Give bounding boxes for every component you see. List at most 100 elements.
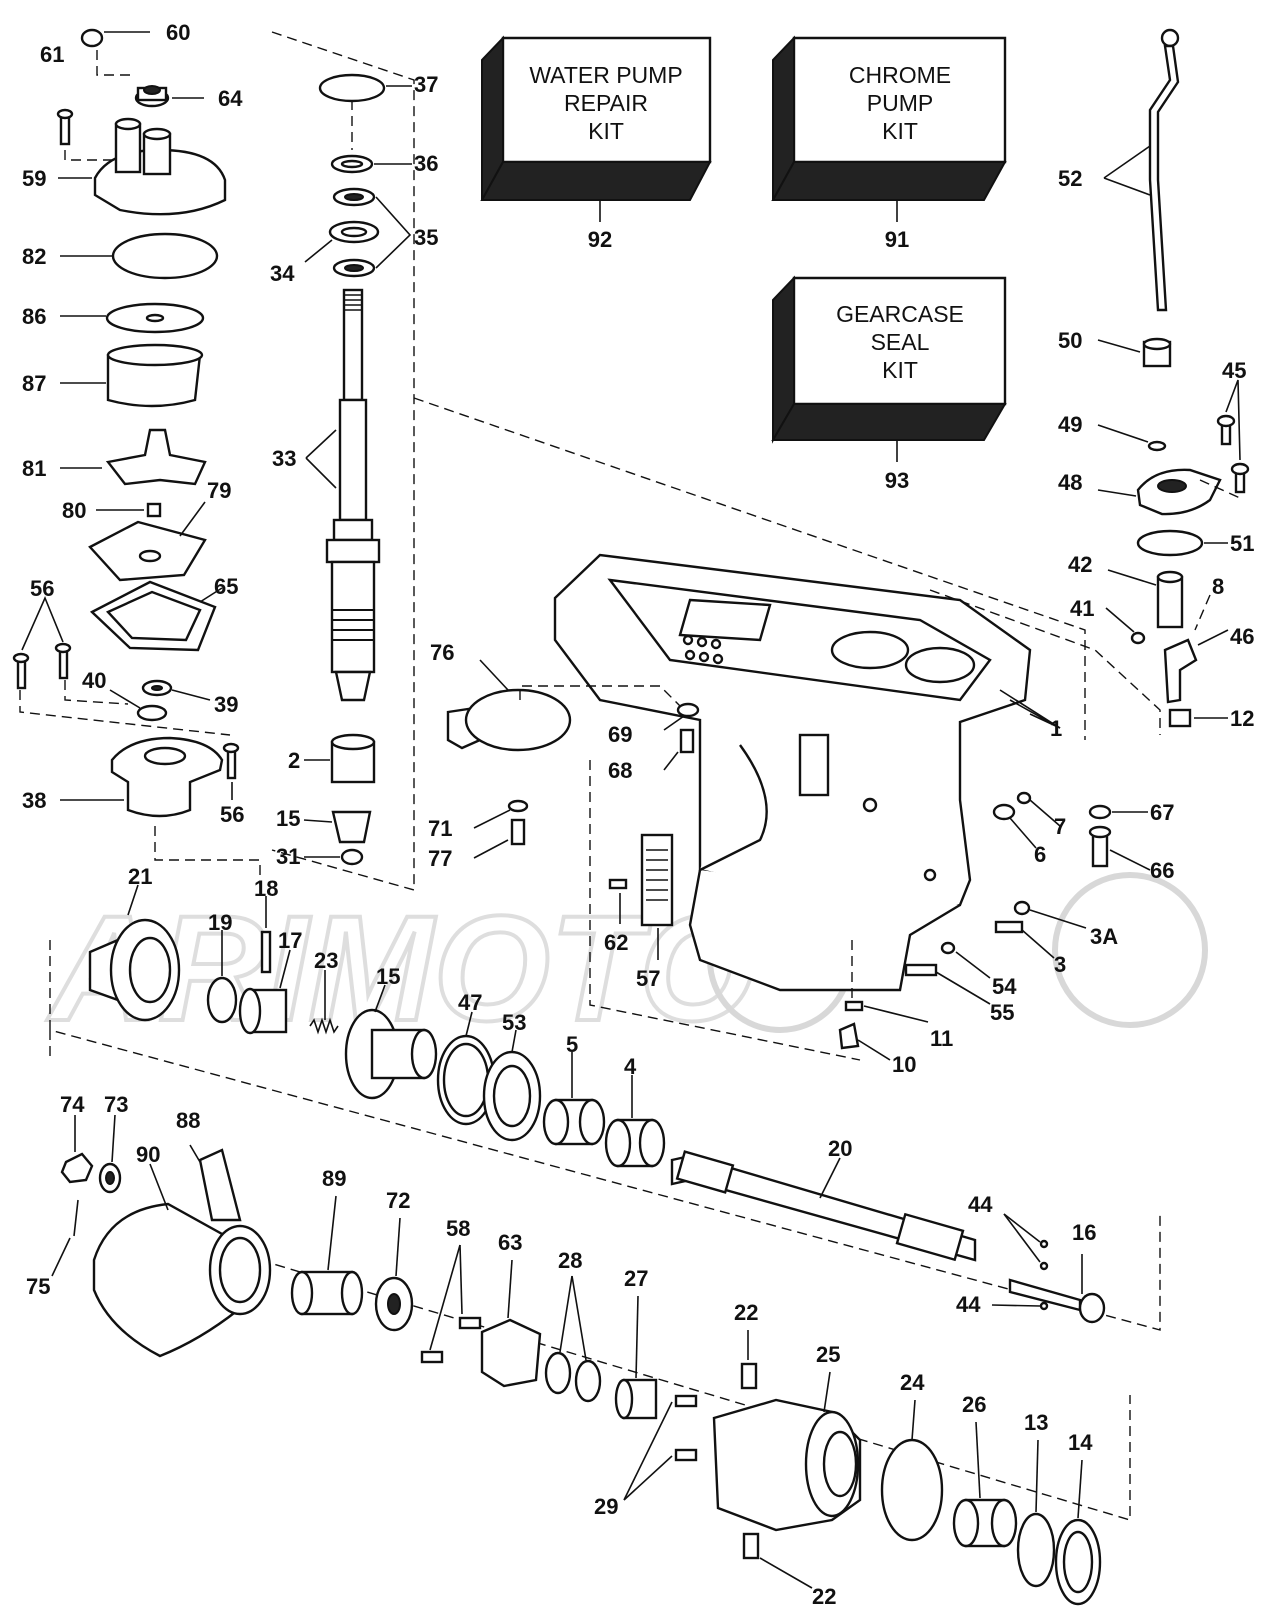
- callout-59: 59: [22, 166, 46, 191]
- callout-68: 68: [608, 758, 632, 783]
- callout-7: 7: [1054, 814, 1066, 839]
- callout-79: 79: [207, 478, 231, 503]
- callout-36: 36: [414, 151, 438, 176]
- callout-4: 4: [624, 1054, 637, 1079]
- kit-label-line: CHROME: [849, 62, 951, 88]
- callout-44-upper: 44: [968, 1192, 993, 1217]
- callout-21: 21: [128, 864, 152, 889]
- callout-18: 18: [254, 876, 278, 901]
- callout-26: 26: [962, 1392, 986, 1417]
- callout-22-lower: 22: [812, 1584, 836, 1609]
- callout-63: 63: [498, 1230, 522, 1255]
- callout-72: 72: [386, 1188, 410, 1213]
- watermark: ARIMOTO: [44, 872, 1208, 1054]
- callout-19: 19: [208, 910, 232, 935]
- callout-2: 2: [288, 748, 300, 773]
- callout-38: 38: [22, 788, 46, 813]
- kit-label-line: PUMP: [867, 90, 933, 116]
- callout-92: 92: [588, 227, 612, 252]
- callout-51: 51: [1230, 531, 1254, 556]
- callout-24: 24: [900, 1370, 925, 1395]
- callout-15-lower: 15: [376, 964, 400, 989]
- callout-90: 90: [136, 1142, 160, 1167]
- callout-58: 58: [446, 1216, 470, 1241]
- callout-15-upper: 15: [276, 806, 300, 831]
- callout-17: 17: [278, 928, 302, 953]
- callout-91: 91: [885, 227, 909, 252]
- callout-35: 35: [414, 225, 438, 250]
- callout-77: 77: [428, 846, 452, 871]
- callout-87: 87: [22, 371, 46, 396]
- callout-73: 73: [104, 1092, 128, 1117]
- callout-52: 52: [1058, 166, 1082, 191]
- callout-12: 12: [1230, 706, 1254, 731]
- callout-8: 8: [1212, 574, 1224, 599]
- driveshaft-assembly: [303, 73, 412, 866]
- callout-67: 67: [1150, 800, 1174, 825]
- kit-box-water-pump-repair: WATER PUMP REPAIR KIT 92: [480, 35, 712, 252]
- kit-label-line: KIT: [882, 118, 918, 144]
- kit-label-line: KIT: [882, 357, 918, 383]
- shift-rod-assembly: [1097, 28, 1250, 728]
- callout-22-upper: 22: [734, 1300, 758, 1325]
- callout-23: 23: [314, 948, 338, 973]
- callout-3: 3: [1054, 952, 1066, 977]
- callout-61: 61: [40, 42, 64, 67]
- callout-16: 16: [1072, 1220, 1096, 1245]
- callout-88: 88: [176, 1108, 200, 1133]
- callout-5: 5: [566, 1032, 578, 1057]
- callout-44-lower: 44: [956, 1292, 981, 1317]
- callout-31: 31: [276, 844, 300, 869]
- propeller-row: [51, 1114, 1102, 1606]
- callout-33: 33: [272, 446, 296, 471]
- callout-62: 62: [604, 930, 628, 955]
- callout-41: 41: [1070, 596, 1094, 621]
- kit-label-line: KIT: [588, 118, 624, 144]
- callout-89: 89: [322, 1166, 346, 1191]
- callout-81: 81: [22, 456, 46, 481]
- callout-56-bottom: 56: [220, 802, 244, 827]
- callout-3A: 3A: [1090, 924, 1118, 949]
- kit-label-line: WATER PUMP: [529, 62, 682, 88]
- callout-39: 39: [214, 692, 238, 717]
- callout-45: 45: [1222, 358, 1246, 383]
- callout-82: 82: [22, 244, 46, 269]
- callout-40: 40: [82, 668, 106, 693]
- callout-86: 86: [22, 304, 46, 329]
- callout-56-top: 56: [30, 576, 54, 601]
- kit-label-line: GEARCASE: [836, 301, 964, 327]
- callout-46: 46: [1230, 624, 1254, 649]
- callout-10: 10: [892, 1052, 916, 1077]
- callout-55: 55: [990, 1000, 1014, 1025]
- callout-42: 42: [1068, 552, 1092, 577]
- callout-71: 71: [428, 816, 452, 841]
- callout-6: 6: [1034, 842, 1046, 867]
- callout-34: 34: [270, 261, 295, 286]
- callout-60: 60: [166, 20, 190, 45]
- callout-25: 25: [816, 1342, 840, 1367]
- callout-53: 53: [502, 1010, 526, 1035]
- callout-64: 64: [218, 86, 243, 111]
- callout-74: 74: [60, 1092, 85, 1117]
- callout-65: 65: [214, 574, 238, 599]
- callout-76: 76: [430, 640, 454, 665]
- kit-label-line: SEAL: [871, 329, 930, 355]
- callout-75: 75: [26, 1274, 50, 1299]
- callout-57: 57: [636, 966, 660, 991]
- callout-29: 29: [594, 1494, 618, 1519]
- gearcase-housing: [553, 553, 1061, 992]
- callout-48: 48: [1058, 470, 1082, 495]
- water-pump-assembly: [12, 28, 261, 885]
- forward-gear-row: [88, 884, 1106, 1324]
- kit-label-line: REPAIR: [564, 90, 648, 116]
- kit-box-chrome-pump: CHROME PUMP KIT 91: [771, 35, 1007, 252]
- kit-box-gearcase-seal: GEARCASE SEAL KIT 93: [771, 275, 1007, 493]
- callout-69: 69: [608, 722, 632, 747]
- callout-47: 47: [458, 990, 482, 1015]
- callout-80: 80: [62, 498, 86, 523]
- callout-11: 11: [930, 1026, 953, 1051]
- callout-93: 93: [885, 468, 909, 493]
- callout-14: 14: [1068, 1430, 1093, 1455]
- callout-28: 28: [558, 1248, 582, 1273]
